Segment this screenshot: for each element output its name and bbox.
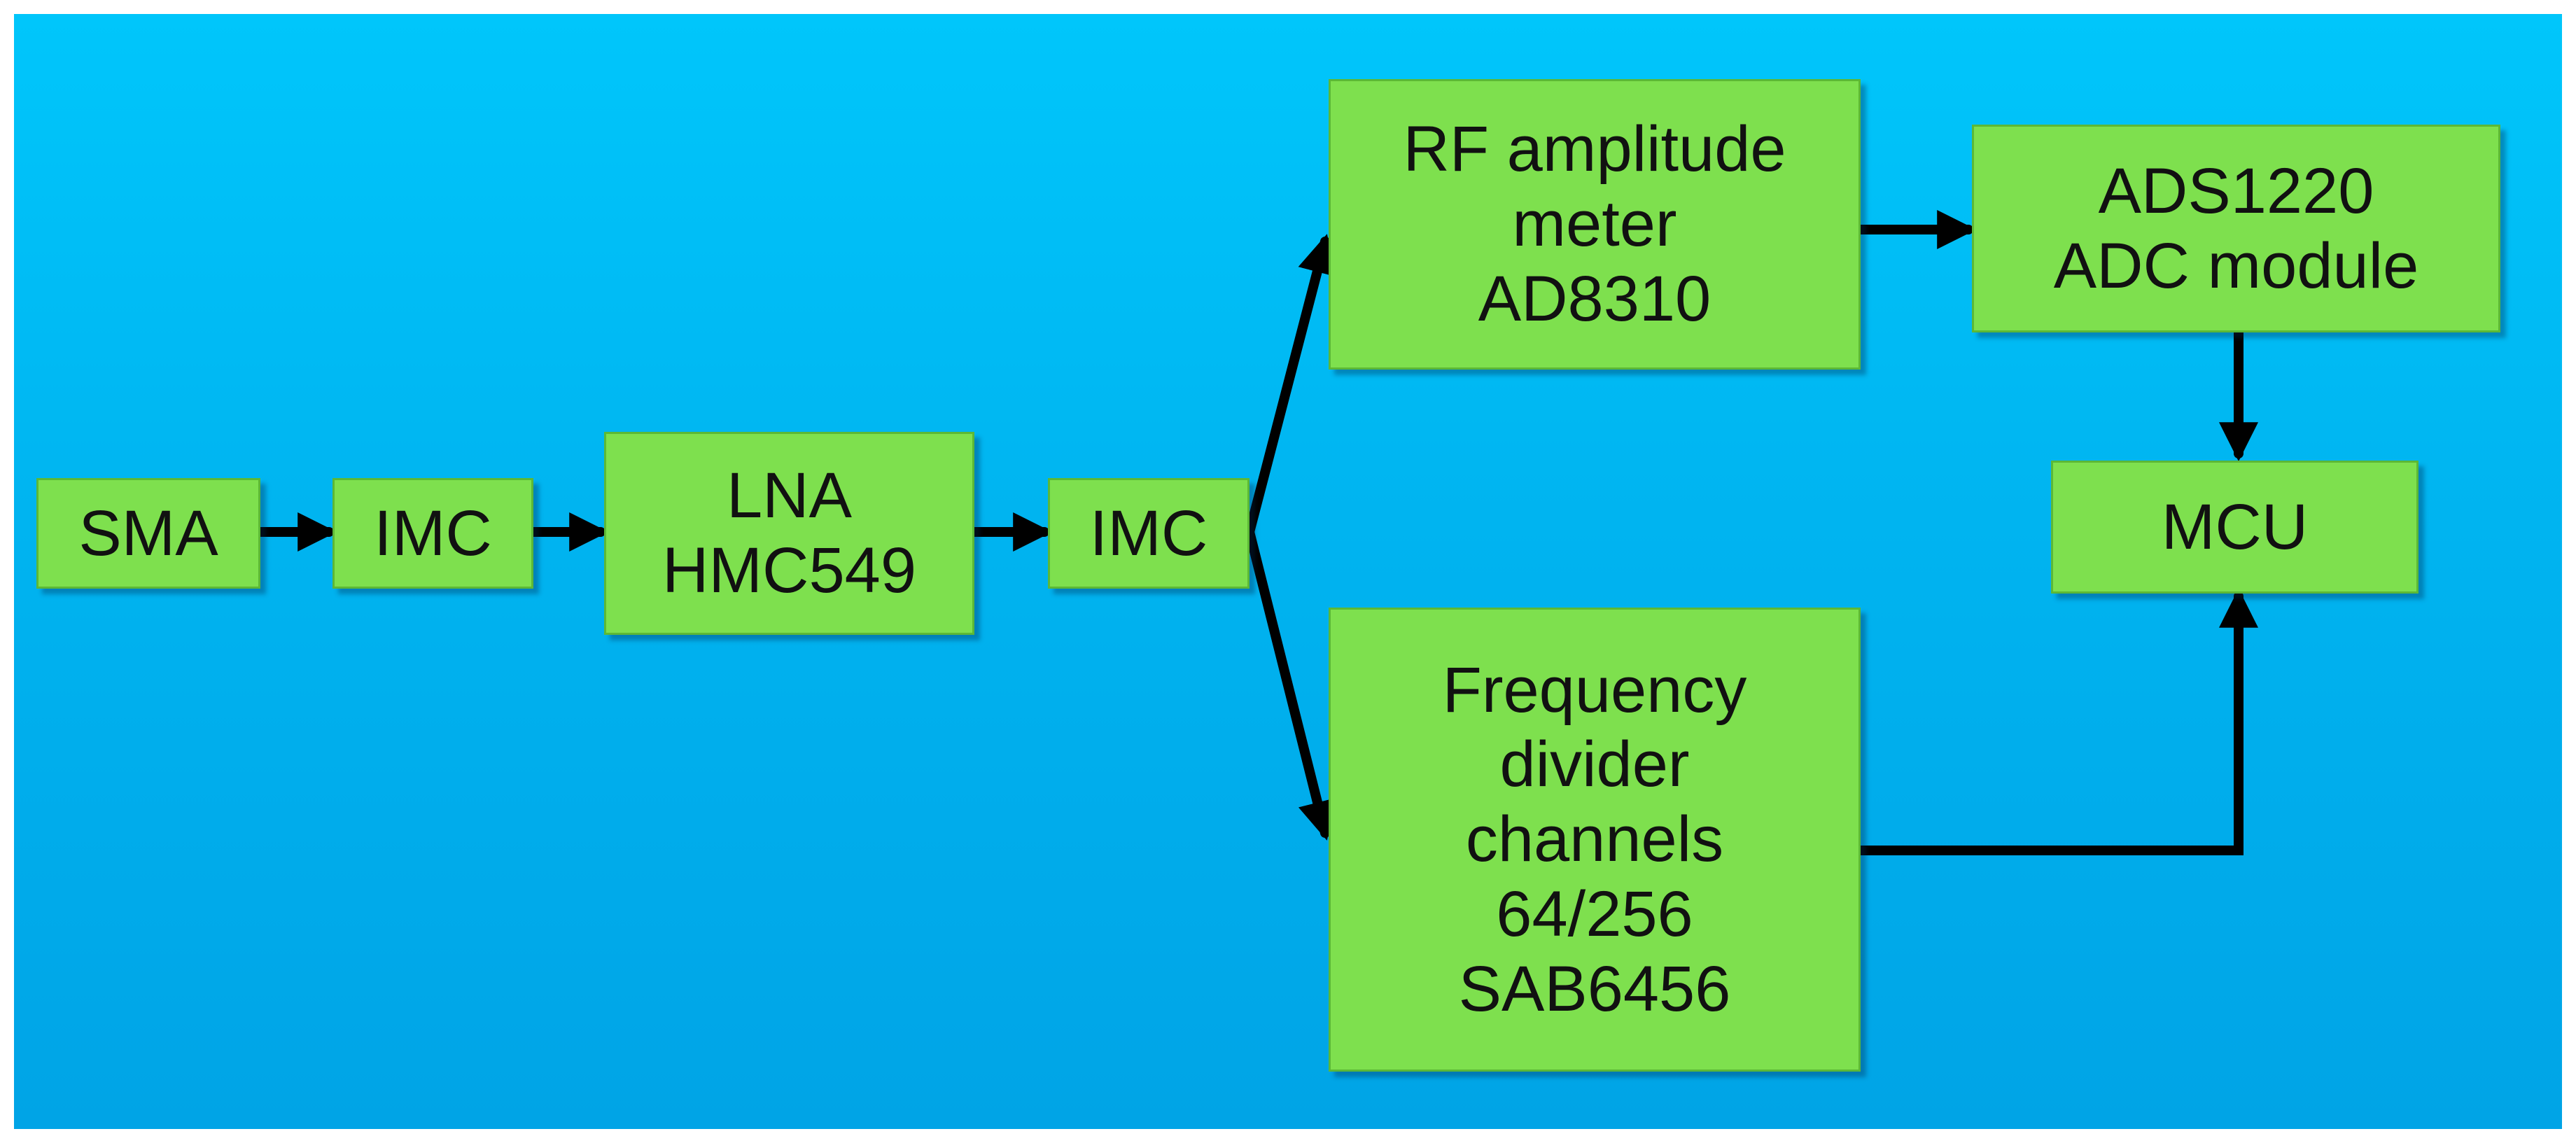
block-frequency-divider: Frequency divider channels 64/256 SAB645… <box>1329 608 1861 1072</box>
block-imc-input: IMC <box>332 478 533 589</box>
block-imc-input-label: IMC <box>374 497 492 569</box>
arrow-imc-to-rf-meter <box>1245 234 1336 537</box>
block-mcu-label: MCU <box>2161 491 2309 563</box>
block-mcu: MCU <box>2051 461 2418 594</box>
block-adc-module: ADS1220 ADC module <box>1972 125 2500 332</box>
block-sma: SMA <box>36 478 260 589</box>
block-lna-label: LNA HMC549 <box>662 460 916 606</box>
block-rf-amplitude-meter: RF amplitude meter AD8310 <box>1329 79 1861 370</box>
block-lna: LNA HMC549 <box>604 432 974 635</box>
block-sma-label: SMA <box>78 497 218 569</box>
block-imc-output-label: IMC <box>1089 497 1208 569</box>
arrow-divider-to-mcu <box>1856 588 2258 855</box>
block-imc-output: IMC <box>1048 478 1250 589</box>
block-adc-module-label: ADS1220 ADC module <box>2053 155 2419 302</box>
block-frequency-divider-label: Frequency divider channels 64/256 SAB645… <box>1442 654 1747 1025</box>
arrow-imc-to-divider <box>1245 527 1337 841</box>
block-rf-amplitude-meter-label: RF amplitude meter AD8310 <box>1403 113 1786 335</box>
